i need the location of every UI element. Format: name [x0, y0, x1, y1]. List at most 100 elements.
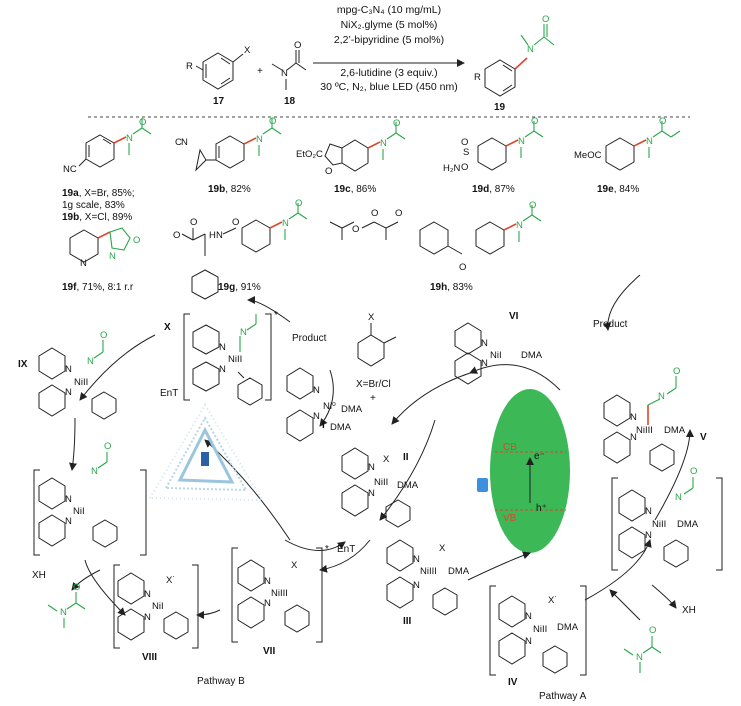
atom-x: X: [244, 45, 251, 56]
svg-text:X: X: [439, 543, 446, 554]
svg-text:H: H: [209, 230, 216, 241]
aryl-halide: X: [357, 312, 397, 367]
complex-right-bracket: N N NiII DMA N O: [611, 466, 723, 571]
svg-text:NiI: NiI: [490, 350, 502, 361]
svg-text:N: N: [516, 220, 523, 231]
svg-text:N: N: [525, 611, 532, 622]
svg-text:O: O: [542, 14, 549, 25]
svg-text:19a, X=Br, 85%;: 19a, X=Br, 85%;: [62, 188, 135, 199]
svg-text:N: N: [481, 358, 488, 369]
species-x-label: X: [164, 322, 171, 333]
complex-IV: N N NiII DMA X˙: [489, 585, 587, 676]
svg-text:N: N: [645, 530, 652, 541]
svg-text:N: N: [65, 364, 72, 375]
svg-text:O: O: [649, 625, 656, 636]
svg-text:NiIII: NiIII: [636, 425, 653, 436]
reaction-19: R N O 19: [474, 14, 555, 113]
compound-17: 17: [213, 96, 225, 107]
svg-text:DMA: DMA: [521, 350, 543, 361]
species-v-label: V: [700, 432, 707, 443]
condition-4: 2,6-lutidine (3 equiv.): [340, 67, 437, 79]
complex-left-bracket: N N NiI N O: [33, 441, 147, 556]
species-ix-label: IX: [18, 359, 28, 370]
svg-text:19b, X=Cl, 89%: 19b, X=Cl, 89%: [62, 212, 132, 223]
electron-label: e⁻: [534, 451, 545, 462]
complex-VIII: N N NiI X˙: [113, 564, 199, 649]
svg-text:N: N: [380, 138, 387, 149]
complex-II: N N NiII DMA X: [341, 447, 419, 528]
svg-text:N: N: [645, 506, 652, 517]
species-vi-label: VI: [509, 311, 519, 322]
compound-18: 18: [284, 96, 296, 107]
svg-text:O: O: [393, 118, 400, 129]
complex-V: N N NiIII DMA N O: [603, 366, 686, 472]
pathway-b-label: Pathway B: [197, 676, 245, 687]
ent-label-left: EnT: [160, 388, 178, 399]
complex-X: * N N NiII N: [183, 310, 278, 406]
svg-text:NiII: NiII: [533, 624, 547, 635]
svg-text:N: N: [630, 412, 637, 423]
svg-text:N: N: [368, 488, 375, 499]
svg-text:NiI: NiI: [152, 601, 164, 612]
svg-text:*: *: [274, 310, 278, 321]
product-label-right: Product: [593, 319, 628, 330]
svg-text:C: C: [175, 137, 182, 148]
svg-text:Ni⁰: Ni⁰: [323, 401, 336, 412]
svg-text:NiI: NiI: [73, 506, 85, 517]
pathway-a-label: Pathway A: [539, 691, 587, 702]
svg-text:O: O: [73, 582, 80, 593]
scope-19h: O O O O N O: [329, 200, 542, 273]
svg-text:N: N: [240, 327, 247, 338]
svg-text:DMA: DMA: [557, 622, 579, 633]
svg-text:19d, 87%: 19d, 87%: [472, 184, 515, 195]
cb-label: CB: [503, 442, 517, 453]
scope-19f: N N O: [69, 227, 140, 269]
svg-text:N: N: [181, 137, 188, 148]
svg-text:N: N: [313, 385, 320, 396]
atom-r: R: [186, 61, 193, 72]
ent-label-center: EnT: [337, 544, 355, 555]
svg-text:N: N: [313, 411, 320, 422]
svg-text:N: N: [264, 598, 271, 609]
svg-text:O: O: [459, 262, 466, 273]
svg-text:N: N: [481, 338, 488, 349]
hole-label: h⁺: [536, 503, 547, 514]
complex-IX: N N NiII N O: [38, 330, 117, 420]
svg-text:N: N: [219, 364, 226, 375]
svg-text:NiIII: NiIII: [271, 588, 288, 599]
condition-2: NiX₂.glyme (5 mol%): [341, 19, 438, 31]
svg-text:*: *: [325, 544, 329, 555]
svg-text:NC: NC: [63, 164, 77, 175]
condition-5: 30 ºC, N₂, blue LED (450 nm): [320, 81, 457, 93]
svg-text:NiII: NiII: [228, 354, 242, 365]
svg-text:19c, 86%: 19c, 86%: [334, 184, 376, 195]
plus-sign: +: [257, 66, 263, 77]
reaction-18: N O 18: [271, 40, 307, 107]
svg-text:DMA: DMA: [397, 480, 419, 491]
svg-text:N: N: [281, 68, 288, 79]
svg-text:O: O: [294, 40, 301, 51]
svg-text:N: N: [413, 554, 420, 565]
svg-text:NiII: NiII: [74, 377, 88, 388]
svg-text:DMA: DMA: [664, 425, 686, 436]
svg-text:O: O: [173, 230, 180, 241]
svg-text:O: O: [371, 208, 378, 219]
svg-text:DMA: DMA: [341, 404, 363, 415]
svg-text:NiII: NiII: [374, 477, 388, 488]
svg-text:N: N: [91, 466, 98, 477]
svg-text:EtO₂C: EtO₂C: [296, 149, 323, 160]
svg-text:19f, 71%, 8:1 r.r: 19f, 71%, 8:1 r.r: [62, 282, 134, 293]
svg-text:N: N: [413, 580, 420, 591]
svg-text:O: O: [659, 116, 666, 127]
svg-text:N: N: [256, 134, 263, 145]
species-iii-label: III: [403, 616, 412, 627]
svg-text:N: N: [636, 652, 643, 663]
svg-text:O: O: [690, 466, 697, 477]
scope-19d: S O O H₂N N O: [443, 116, 544, 174]
svg-text:DMA: DMA: [448, 566, 470, 577]
dma-bottom-left: N O: [47, 582, 86, 628]
svg-text:O: O: [190, 217, 197, 228]
svg-text:O: O: [461, 137, 468, 148]
